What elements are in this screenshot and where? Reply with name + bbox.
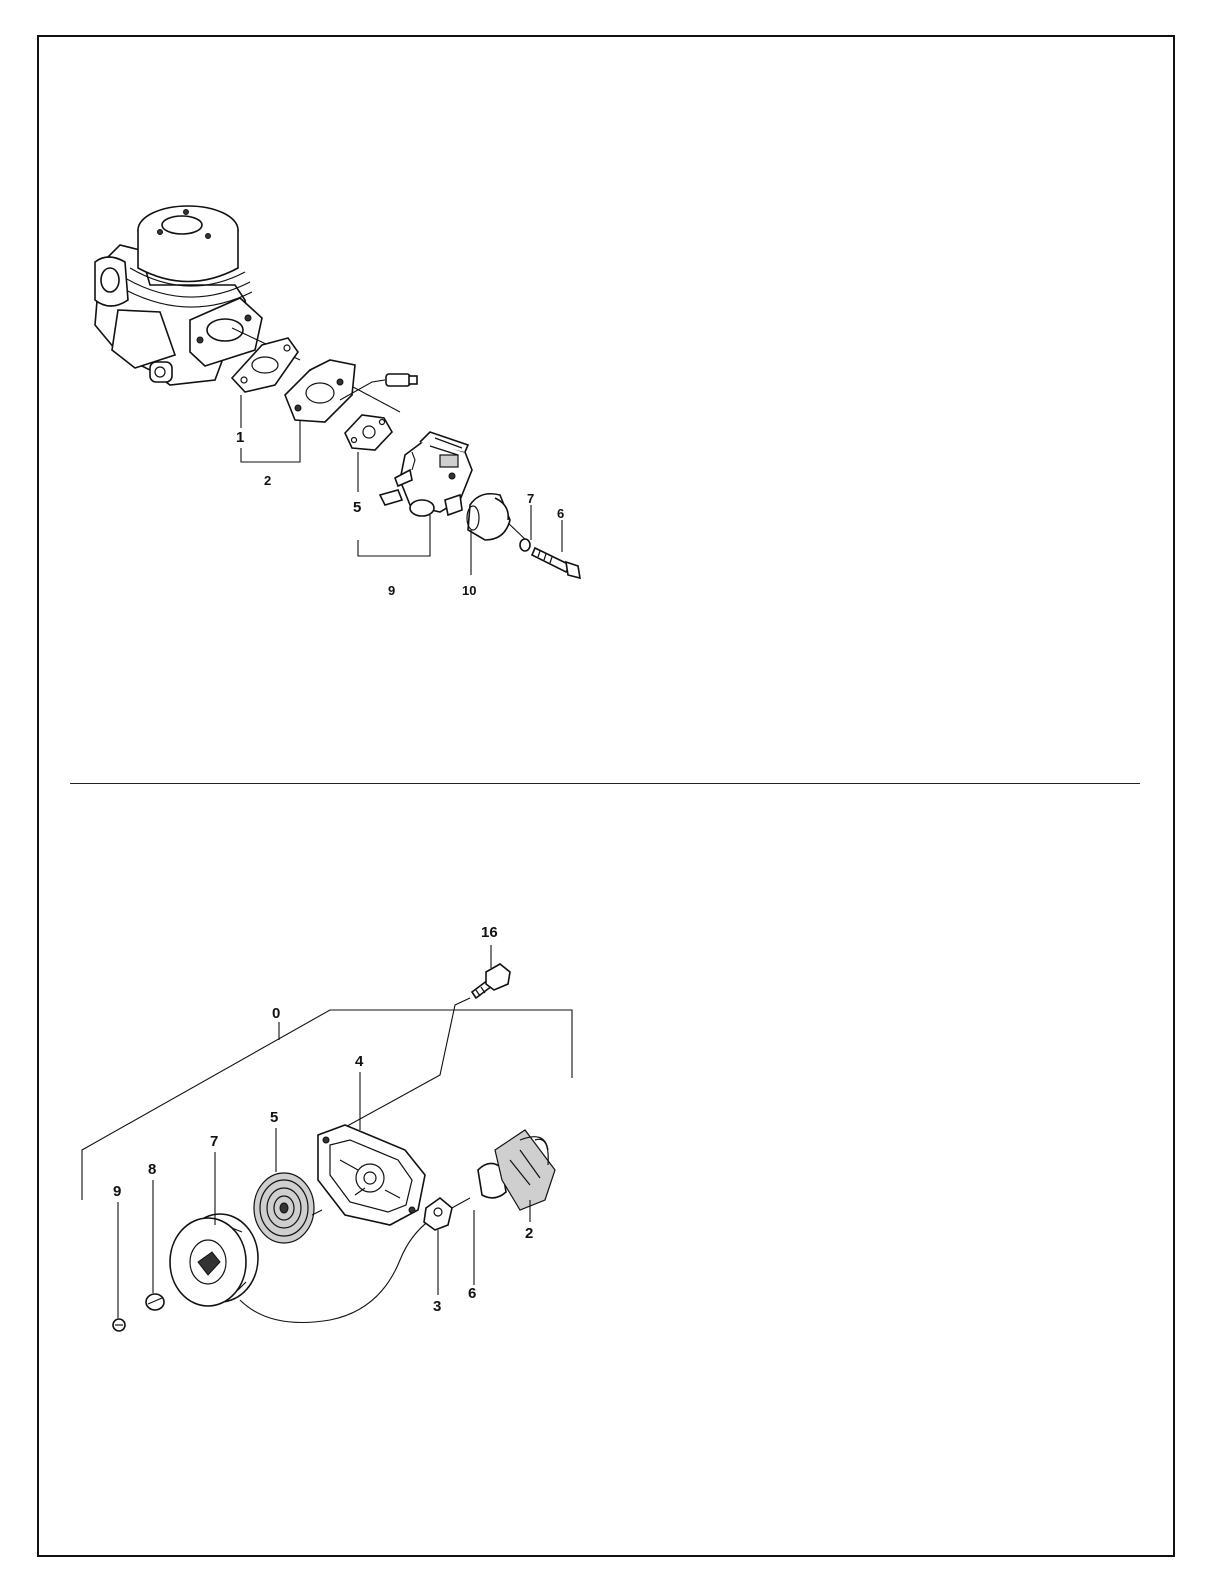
rope-guide-part bbox=[424, 1198, 452, 1230]
center-screw-part bbox=[113, 1319, 125, 1331]
callout-2-handle: 2 bbox=[525, 1225, 533, 1242]
callout-9-center-screw: 9 bbox=[113, 1183, 121, 1200]
callout-16-screw: 16 bbox=[481, 924, 498, 941]
callout-7-reel: 7 bbox=[210, 1133, 218, 1150]
starter-handle-part bbox=[478, 1130, 555, 1210]
callout-0-starter-assembly: 0 bbox=[272, 1005, 280, 1022]
callout-6-starter-rope: 6 bbox=[468, 1285, 476, 1302]
callout-5-spiral-spring: 5 bbox=[270, 1109, 278, 1126]
callout-3-rope-guide: 3 bbox=[433, 1298, 441, 1315]
ratchet-part bbox=[146, 1294, 164, 1310]
callout-4-starter-case: 4 bbox=[355, 1053, 364, 1070]
screw-part bbox=[472, 964, 510, 998]
reel-part bbox=[170, 1214, 258, 1306]
callout-8-ratchet: 8 bbox=[148, 1161, 156, 1178]
spiral-spring-part bbox=[254, 1173, 322, 1243]
starter-case-part bbox=[318, 1125, 425, 1225]
